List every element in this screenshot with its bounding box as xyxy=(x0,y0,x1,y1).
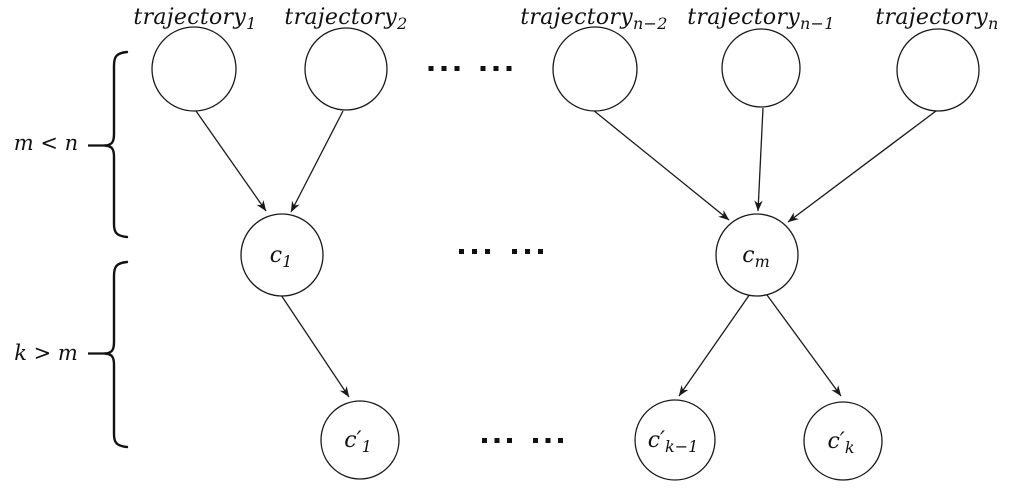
trajectory-node-2 xyxy=(304,27,388,111)
trajectory-label-n-1: trajectoryn−1 xyxy=(687,5,834,33)
trajectory-node-n-2 xyxy=(552,26,638,112)
edge-trajectory1-c1 xyxy=(195,110,267,212)
cluster-label-cm: cm xyxy=(742,243,770,271)
bottom-brace xyxy=(103,260,129,449)
constraint-k-gt-m: k > m xyxy=(14,341,78,365)
edge-trajectory2-c1 xyxy=(290,110,344,213)
edge-trajectoryn2-cm xyxy=(592,109,730,221)
edge-c1-cp1 xyxy=(280,294,350,398)
ellipsis-dots-bottom xyxy=(482,438,563,443)
edge-trajectoryn1-cm xyxy=(754,107,764,212)
cluster-node-cm xyxy=(715,213,799,297)
ellipsis-dots-middle xyxy=(459,249,543,254)
constraint-m-lt-n: m < n xyxy=(14,131,78,155)
cluster-node-c1 xyxy=(240,213,324,297)
edges-top xyxy=(195,107,937,223)
refined-label-cp1: c′1 xyxy=(344,428,372,456)
refined-node-cpk-1 xyxy=(634,399,716,481)
trajectory-labels: trajectory1 trajectory2 trajectoryn−2 tr… xyxy=(133,5,998,33)
constraint-top-group: m < n xyxy=(14,50,129,239)
cluster-nodes: c1 cm xyxy=(240,213,799,297)
edge-cm-cpk xyxy=(766,294,842,397)
ellipsis-dots-top xyxy=(428,66,512,71)
refined-label-cpk: c′k xyxy=(827,429,854,457)
trajectory-node-1 xyxy=(151,26,237,112)
trajectory-label-2: trajectory2 xyxy=(284,5,407,33)
edge-cm-cpk1 xyxy=(678,293,751,397)
trajectory-label-n: trajectoryn xyxy=(875,5,998,33)
top-brace xyxy=(103,50,129,239)
edges-bottom xyxy=(280,293,842,398)
trajectory-label-n-2: trajectoryn−2 xyxy=(520,5,667,33)
trajectory-node-n xyxy=(896,28,980,112)
refined-node-cp1 xyxy=(320,400,400,480)
trajectory-node-n-1 xyxy=(721,28,801,108)
refined-node-cpk xyxy=(803,401,883,481)
refined-cluster-nodes: c′1 c′k−1 c′k xyxy=(320,399,883,481)
trajectory-label-1: trajectory1 xyxy=(133,5,256,33)
refined-label-cpk-1: c′k−1 xyxy=(648,428,699,456)
constraint-bottom-group: k > m xyxy=(14,260,129,449)
cluster-label-c1: c1 xyxy=(270,243,293,271)
trajectory-nodes xyxy=(151,26,980,112)
edge-trajectoryn-cm xyxy=(787,110,937,223)
